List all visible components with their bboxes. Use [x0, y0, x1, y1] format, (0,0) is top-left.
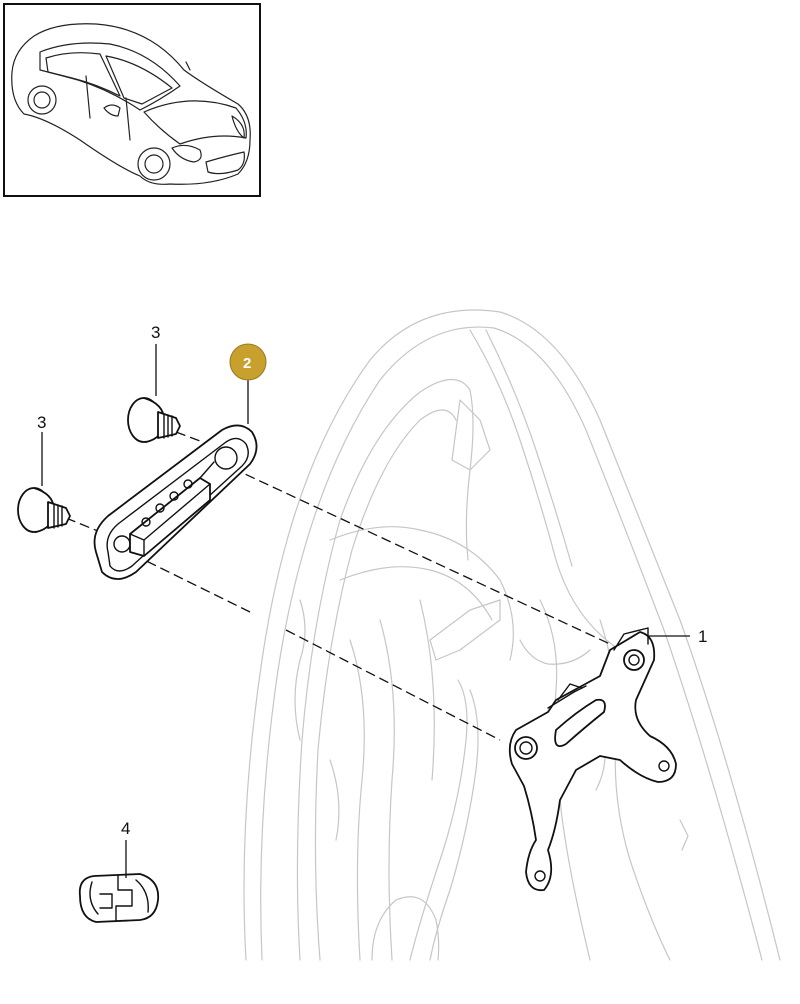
part-4-clip [78, 873, 160, 923]
callout-3-upper[interactable]: 3 [151, 323, 160, 396]
callout-2[interactable]: 2 [229, 343, 267, 424]
callout-3-lower-label: 3 [37, 413, 46, 432]
callout-2-label: 2 [243, 355, 251, 372]
callout-1-label: 1 [698, 627, 707, 646]
part-2-mounting-plate [93, 424, 258, 580]
highlight-badge [229, 343, 267, 381]
vehicle-thumbnail [3, 3, 261, 197]
assembly-lines [65, 431, 611, 741]
part-3-screw-lower [17, 487, 71, 533]
part-1-bracket [508, 627, 677, 892]
callout-4-label: 4 [121, 819, 130, 838]
car-thumbnail-icon [11, 23, 251, 185]
callout-3-upper-label: 3 [151, 323, 160, 342]
seat-frame-outline [243, 309, 781, 961]
callout-3-lower[interactable]: 3 [37, 413, 46, 486]
part-3-screw-upper [127, 397, 181, 443]
callout-1[interactable]: 1 [648, 627, 707, 646]
callout-4[interactable]: 4 [121, 819, 130, 878]
